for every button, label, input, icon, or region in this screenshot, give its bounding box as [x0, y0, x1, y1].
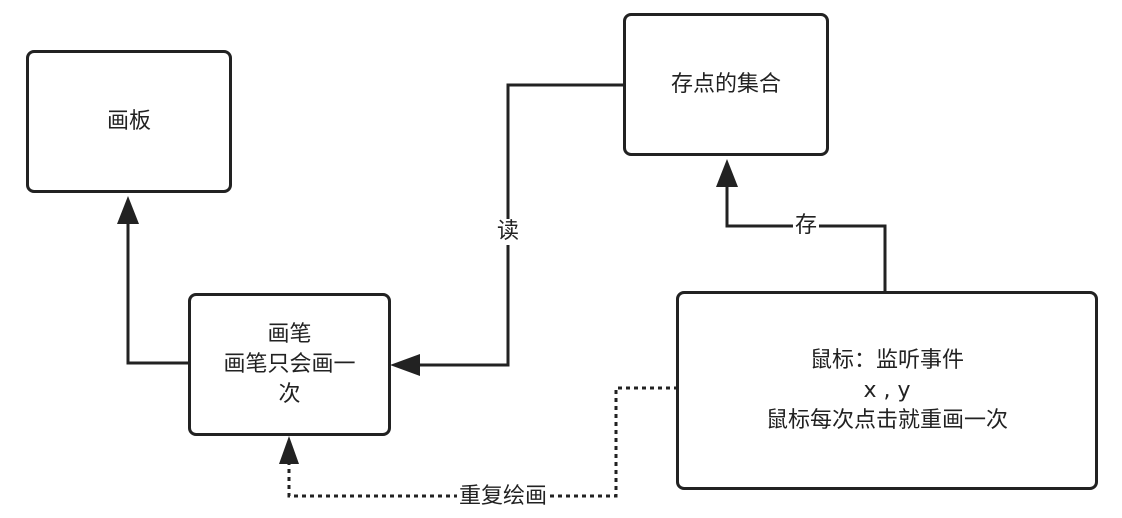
canvas-box: 画板 — [26, 50, 232, 193]
arrowhead-brush-read — [390, 354, 420, 376]
mouse-box: 鼠标：监听事件 x , y 鼠标每次点击就重画一次 — [676, 291, 1098, 490]
brush-box: 画笔 画笔只会画一 次 — [188, 293, 391, 436]
mouse-box-line-3: 鼠标每次点击就重画一次 — [765, 407, 1008, 433]
brush-box-line-3: 次 — [278, 381, 301, 407]
point-set-box: 存点的集合 — [623, 13, 829, 156]
arrowhead-brush-redraw — [279, 436, 299, 464]
edge-label-store: 存 — [792, 213, 820, 239]
arrowhead-canvas — [117, 196, 139, 224]
point-set-box-label: 存点的集合 — [670, 71, 781, 97]
brush-box-line-2: 画笔只会画一 — [223, 351, 356, 377]
arrowhead-pointset — [716, 159, 738, 187]
edge-mouse-to-brush-redraw — [287, 386, 678, 498]
edge-label-read: 读 — [494, 219, 522, 245]
edge-pointset-to-brush — [418, 83, 625, 367]
brush-box-line-1: 画笔 — [267, 321, 312, 347]
edge-label-redraw: 重复绘画 — [456, 484, 550, 510]
mouse-box-line-2: x , y — [863, 377, 911, 403]
canvas-box-label: 画板 — [106, 108, 151, 134]
mouse-box-line-1: 鼠标：监听事件 — [809, 347, 964, 373]
edge-mouse-to-pointset — [725, 185, 887, 293]
edge-brush-to-canvas — [126, 222, 190, 365]
